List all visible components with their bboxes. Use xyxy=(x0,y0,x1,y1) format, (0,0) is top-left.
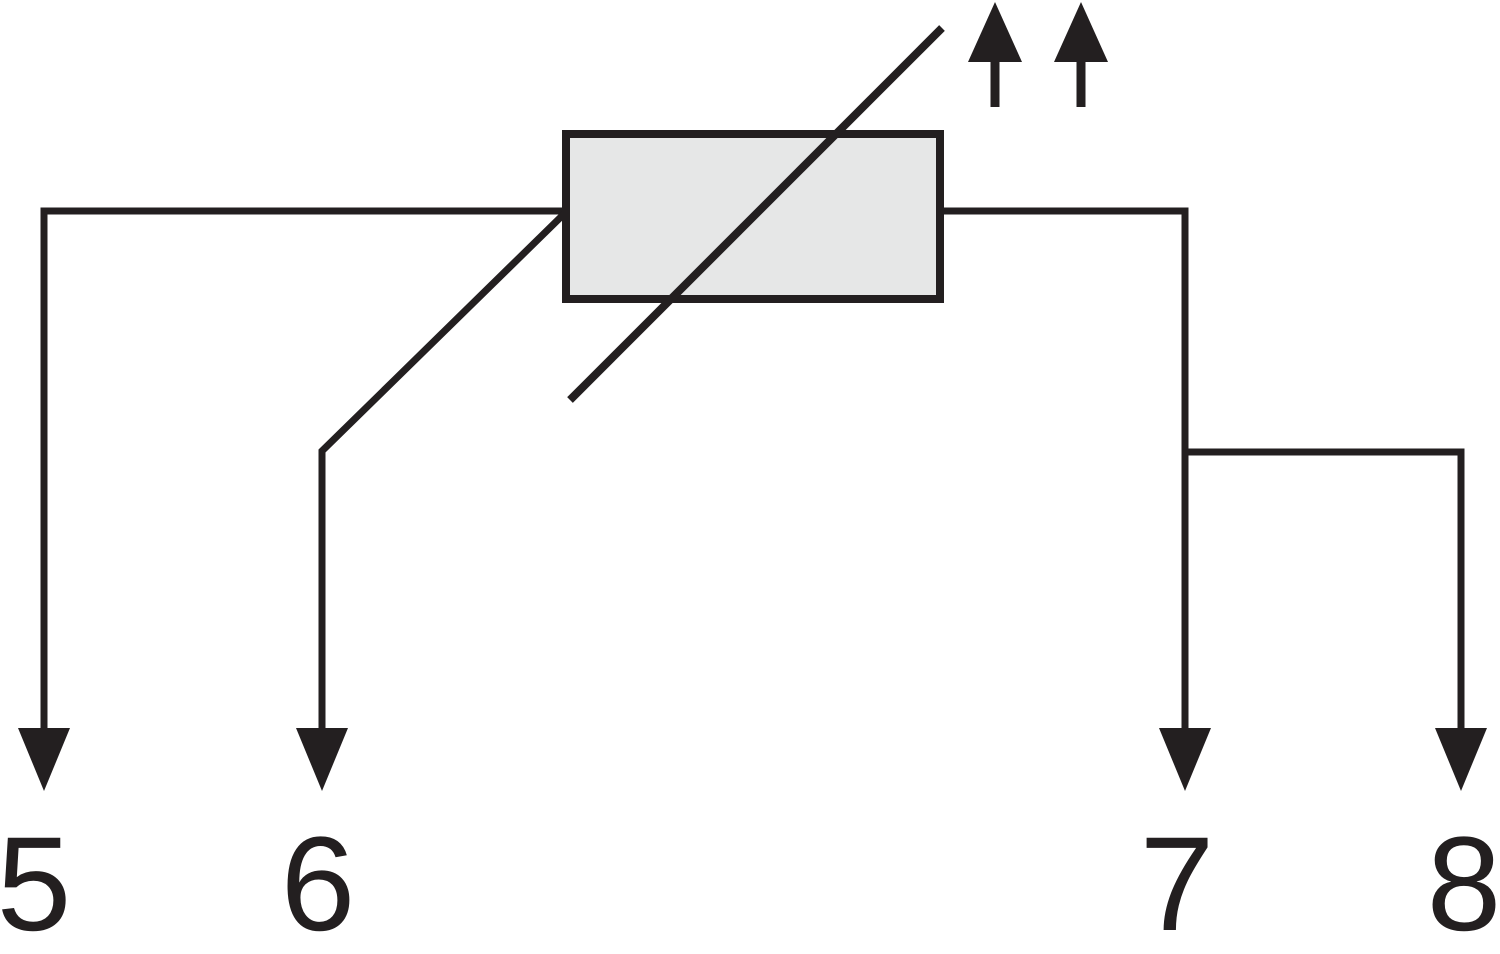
terminal-7-label: 7 xyxy=(1140,810,1215,954)
terminal-6-arrowhead-icon xyxy=(296,728,348,791)
terminal-6: 6 xyxy=(281,209,569,954)
terminal-8-lead xyxy=(1185,448,1465,733)
terminal-7: 7 xyxy=(940,207,1215,954)
emission-arrow-2-icon xyxy=(1054,2,1108,62)
emission-arrows xyxy=(968,2,1108,107)
terminal-7-arrowhead-icon xyxy=(1159,728,1211,791)
terminal-5-label: 5 xyxy=(0,810,71,954)
terminal-5-lead xyxy=(40,207,566,733)
terminal-8: 8 xyxy=(1185,448,1500,954)
terminal-8-label: 8 xyxy=(1427,810,1500,954)
terminal-6-lead xyxy=(318,209,569,733)
terminal-5-arrowhead-icon xyxy=(18,728,70,791)
terminal-5: 5 xyxy=(0,207,566,954)
terminal-6-label: 6 xyxy=(281,810,356,954)
component-diagonal-line xyxy=(567,25,945,403)
terminal-8-arrowhead-icon xyxy=(1435,728,1487,791)
terminal-7-lead xyxy=(940,207,1189,733)
emission-arrow-1-icon xyxy=(968,2,1022,62)
